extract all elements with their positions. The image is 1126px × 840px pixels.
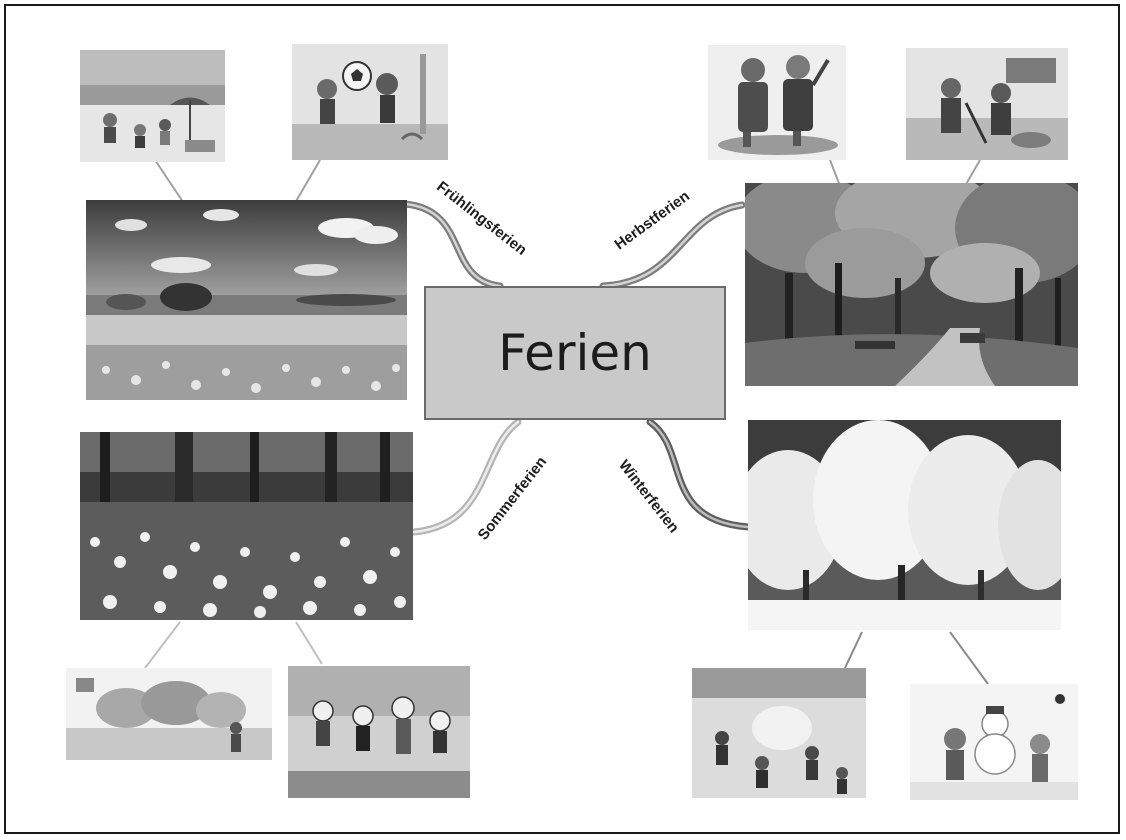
summer-forest-flowers-image [80,432,413,620]
summer-landscape-sketch-image [66,668,272,760]
connector-line [829,159,841,187]
connector-line [964,159,981,187]
central-topic-title: Ferien [498,324,652,382]
autumn-raking-image [906,48,1068,160]
spring-landscape-image [86,200,407,400]
jumping-children-image [288,666,470,798]
autumn-children-image [708,45,846,160]
connector-line [154,159,186,206]
branch-summer-curve-highlight [412,420,520,534]
connector-line [295,621,323,665]
connector-line [294,159,321,204]
winter-snowman-image [910,684,1078,800]
connector-line [949,631,989,685]
central-topic-box: Ferien [424,286,726,420]
connector-line [844,631,863,669]
winter-snowy-trees-image [748,420,1061,630]
winter-snowball-fight-image [692,668,866,798]
autumn-park-image [745,183,1078,386]
connector-line [144,621,181,669]
branch-autumn-curve-highlight [601,203,744,288]
soccer-children-image [292,44,448,160]
branch-spring-curve-highlight [403,202,502,288]
branch-winter-curve-highlight [648,420,750,529]
beach-children-image [80,50,225,162]
